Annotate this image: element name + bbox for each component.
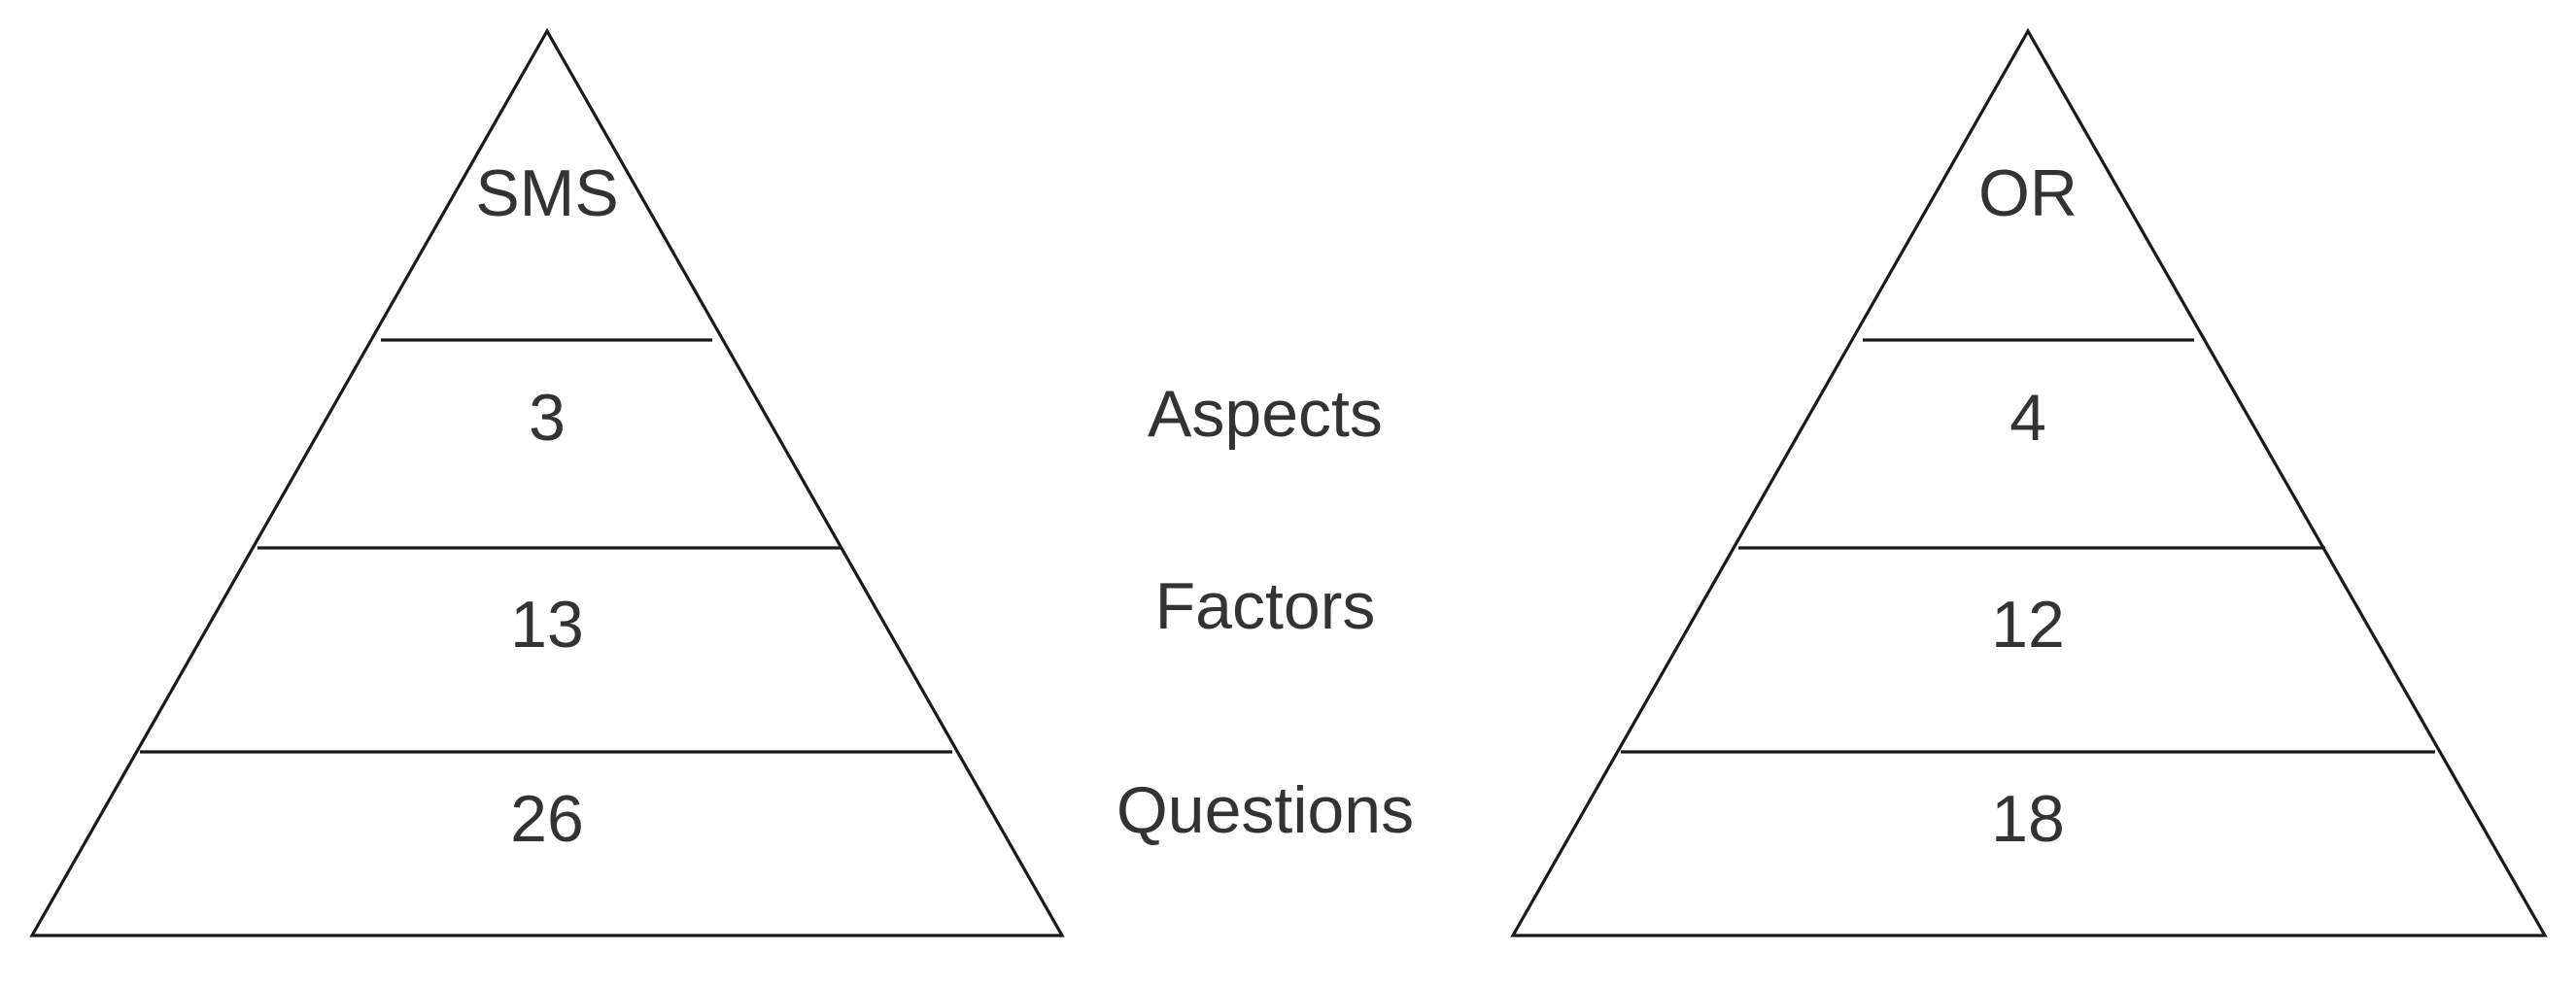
- pyramid-left-outline: [29, 27, 1065, 937]
- pyramid-right-tier-aspects: 4: [2009, 381, 2046, 455]
- level-label-aspects: Aspects: [1148, 377, 1383, 451]
- pyramid-left: SMS 3 13 26: [29, 27, 1065, 937]
- level-labels: Aspects Factors Questions: [1116, 377, 1414, 847]
- pyramid-right-title: OR: [1978, 156, 2078, 230]
- pyramid-right: OR 4 12 18: [1510, 27, 2548, 937]
- pyramid-right-outline: [1510, 27, 2548, 937]
- pyramid-left-tier-aspects: 3: [529, 381, 566, 455]
- pyramid-left-title: SMS: [475, 156, 618, 230]
- level-label-factors: Factors: [1155, 569, 1376, 643]
- level-label-questions: Questions: [1116, 773, 1414, 847]
- pyramid-left-tier-questions: 26: [510, 782, 584, 856]
- pyramid-right-tier-questions: 18: [1991, 782, 2065, 856]
- pyramid-left-tier-factors: 13: [510, 588, 584, 662]
- pyramid-right-tier-factors: 12: [1991, 588, 2065, 662]
